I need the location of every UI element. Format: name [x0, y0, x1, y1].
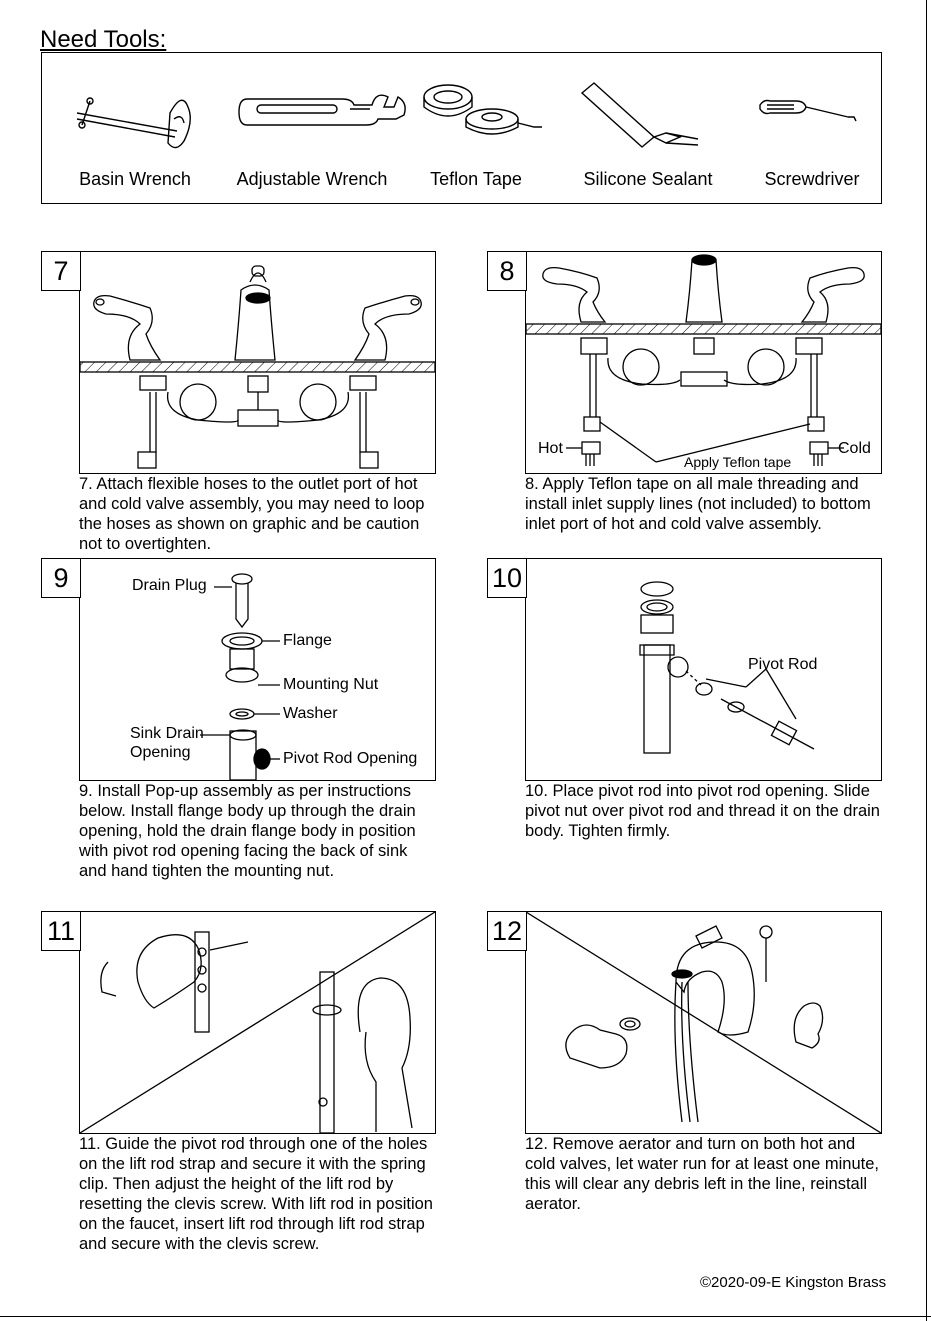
step-9-illustration: Drain Plug Flange Mounting Nut Washer Si… — [79, 558, 436, 781]
page-title: Need Tools: — [40, 26, 167, 53]
tool-label-basin-wrench: Basin Wrench — [79, 169, 191, 189]
step-11-illustration — [79, 911, 436, 1134]
step-9-label-pivot-rod-opening: Pivot Rod Opening — [283, 750, 418, 767]
copyright-footer: ©2020-09-E Kingston Brass — [700, 1274, 887, 1291]
step-7-caption: 7. Attach flexible hoses to the outlet p… — [79, 475, 425, 553]
step-11-number: 11 — [41, 911, 81, 951]
step-8-caption: 8. Apply Teflon tape on all male threadi… — [525, 475, 871, 533]
teflon-tape-icon — [423, 84, 542, 135]
tools-box: Basin Wrench Adjustable Wrench Teflon Ta… — [41, 52, 882, 204]
right-rule — [926, 0, 927, 1321]
step-9-caption: 9. Install Pop-up assembly as per instru… — [79, 782, 416, 880]
adjustable-wrench-icon — [238, 94, 406, 126]
step-10-label-pivot-rod: Pivot Rod — [748, 656, 818, 673]
tool-label-silicone-sealant: Silicone Sealant — [583, 169, 713, 189]
step-10-illustration: Pivot Rod — [525, 558, 882, 781]
tool-label-adjustable-wrench: Adjustable Wrench — [236, 169, 388, 189]
step-10-caption: 10. Place pivot rod into pivot rod openi… — [525, 782, 880, 840]
step-7-illustration — [79, 251, 436, 474]
bottom-rule — [0, 1316, 931, 1317]
tool-label-screwdriver: Screwdriver — [764, 169, 860, 189]
step-9-label-sink-drain: Sink Drain — [130, 725, 204, 742]
step-9-label-drain-plug: Drain Plug — [132, 577, 207, 594]
silicone-sealant-icon — [580, 82, 699, 148]
step-7-number: 7 — [41, 251, 81, 291]
basin-wrench-icon — [76, 97, 191, 149]
step-12-caption: 12. Remove aerator and turn on both hot … — [525, 1135, 880, 1213]
step-9-label-flange: Flange — [283, 632, 332, 649]
step-8-label-hot: Hot — [538, 440, 563, 457]
tool-label-teflon-tape: Teflon Tape — [430, 169, 522, 189]
step-9-label-opening: Opening — [130, 744, 191, 761]
step-9-label-mounting-nut: Mounting Nut — [283, 676, 379, 693]
step-10-number: 10 — [487, 558, 527, 598]
step-8-number: 8 — [487, 251, 527, 291]
screwdriver-icon — [759, 99, 857, 122]
step-11-caption: 11. Guide the pivot rod through one of t… — [79, 1135, 433, 1253]
step-12-number: 12 — [487, 911, 527, 951]
step-8-label-cold: Cold — [838, 440, 871, 457]
step-8-illustration: Hot Cold Apply Teflon tape — [525, 251, 882, 474]
step-8-label-tape: Apply Teflon tape — [684, 454, 792, 470]
step-9-label-washer: Washer — [283, 705, 338, 722]
step-12-illustration — [525, 911, 882, 1134]
tools-illustrations — [76, 82, 857, 149]
step-9-number: 9 — [41, 558, 81, 598]
